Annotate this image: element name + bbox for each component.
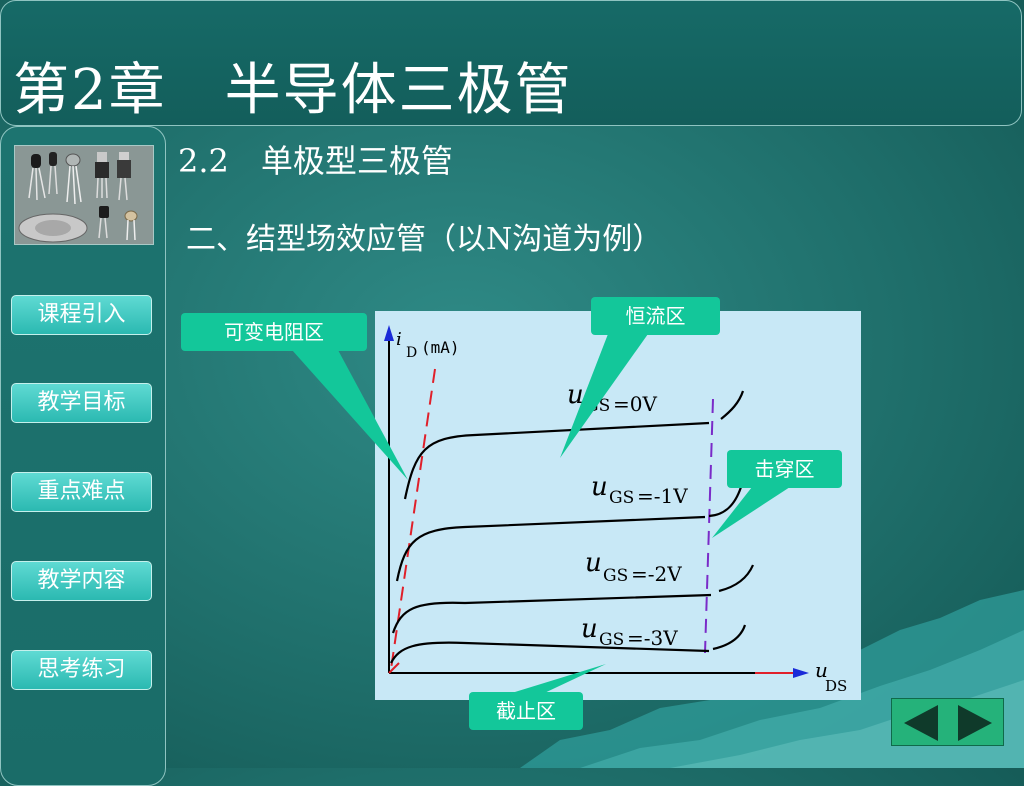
svg-text:u: u [567,380,584,410]
slide-header: 第2章 半导体三极管 [0,0,1022,126]
x-axis-label-var: u [815,658,828,682]
prev-slide-button[interactable] [892,699,948,747]
triangle-left-icon [904,705,938,741]
label-ugs-3v: u GS =-3V [581,614,678,650]
svg-text:GS: GS [609,488,634,508]
svg-text:u: u [581,614,598,644]
pointer-cutoff [502,664,606,696]
slide-title: 第2章 半导体三极管 [13,58,573,123]
svg-text:=-1V: =-1V [637,484,688,508]
x-axis-label-sub: DS [825,677,847,695]
triangle-right-icon [958,705,992,741]
label-ugs-1v: u GS =-1V [591,472,688,508]
pointer-variable-resistance [292,350,408,480]
breakdown-ugs-0v [720,390,745,420]
callout-constant-current: 恒流区 [591,297,720,335]
curve-ugs-0v [403,421,710,500]
callout-variable-resistance: 可变电阻区 [181,313,367,351]
callout-pointers [292,334,790,696]
callout-breakdown: 击穿区 [727,450,842,488]
svg-text:GS: GS [603,566,628,586]
breakdown-ugs-2v [718,564,755,593]
curve-ugs-2v [391,593,712,634]
y-axis-label-var: i [396,329,402,350]
nav-button-teaching-goals[interactable]: 教学目标 [11,383,152,423]
x-axis-arrow [793,668,809,678]
y-axis-label-unit: (mA) [421,338,460,357]
section-subtitle: 二、结型场效应管（以N沟道为例） [186,222,663,257]
slide-navigation [891,698,1004,746]
svg-text:=0V: =0V [613,392,657,416]
section-title: 2.2 单极型三极管 [178,142,453,180]
pinch-off-line [390,368,436,670]
nav-button-teaching-content[interactable]: 教学内容 [11,561,152,601]
svg-text:u: u [591,472,608,502]
nav-button-key-points[interactable]: 重点难点 [11,472,152,512]
curve-ugs-3v [390,641,710,664]
transistor-photo [14,145,154,245]
callout-cutoff: 截止区 [469,692,583,730]
nav-button-exercises[interactable]: 思考练习 [11,650,152,690]
y-axis-arrow [384,325,394,341]
y-axis-label-sub: D [406,345,417,361]
svg-text:GS: GS [599,630,624,650]
nav-button-course-intro[interactable]: 课程引入 [11,295,152,335]
svg-text:u: u [585,548,602,578]
pointer-breakdown [712,487,790,538]
breakdown-line [704,398,714,654]
pointer-constant-current [560,334,648,458]
label-ugs-2v: u GS =-2V [585,548,682,586]
svg-text:=-2V: =-2V [631,562,682,586]
curve-ugs-1v [395,515,706,582]
breakdown-ugs-1v [708,486,743,518]
next-slide-button[interactable] [949,699,1005,747]
svg-text:=-3V: =-3V [627,626,678,650]
breakdown-ugs-3v [712,624,747,651]
